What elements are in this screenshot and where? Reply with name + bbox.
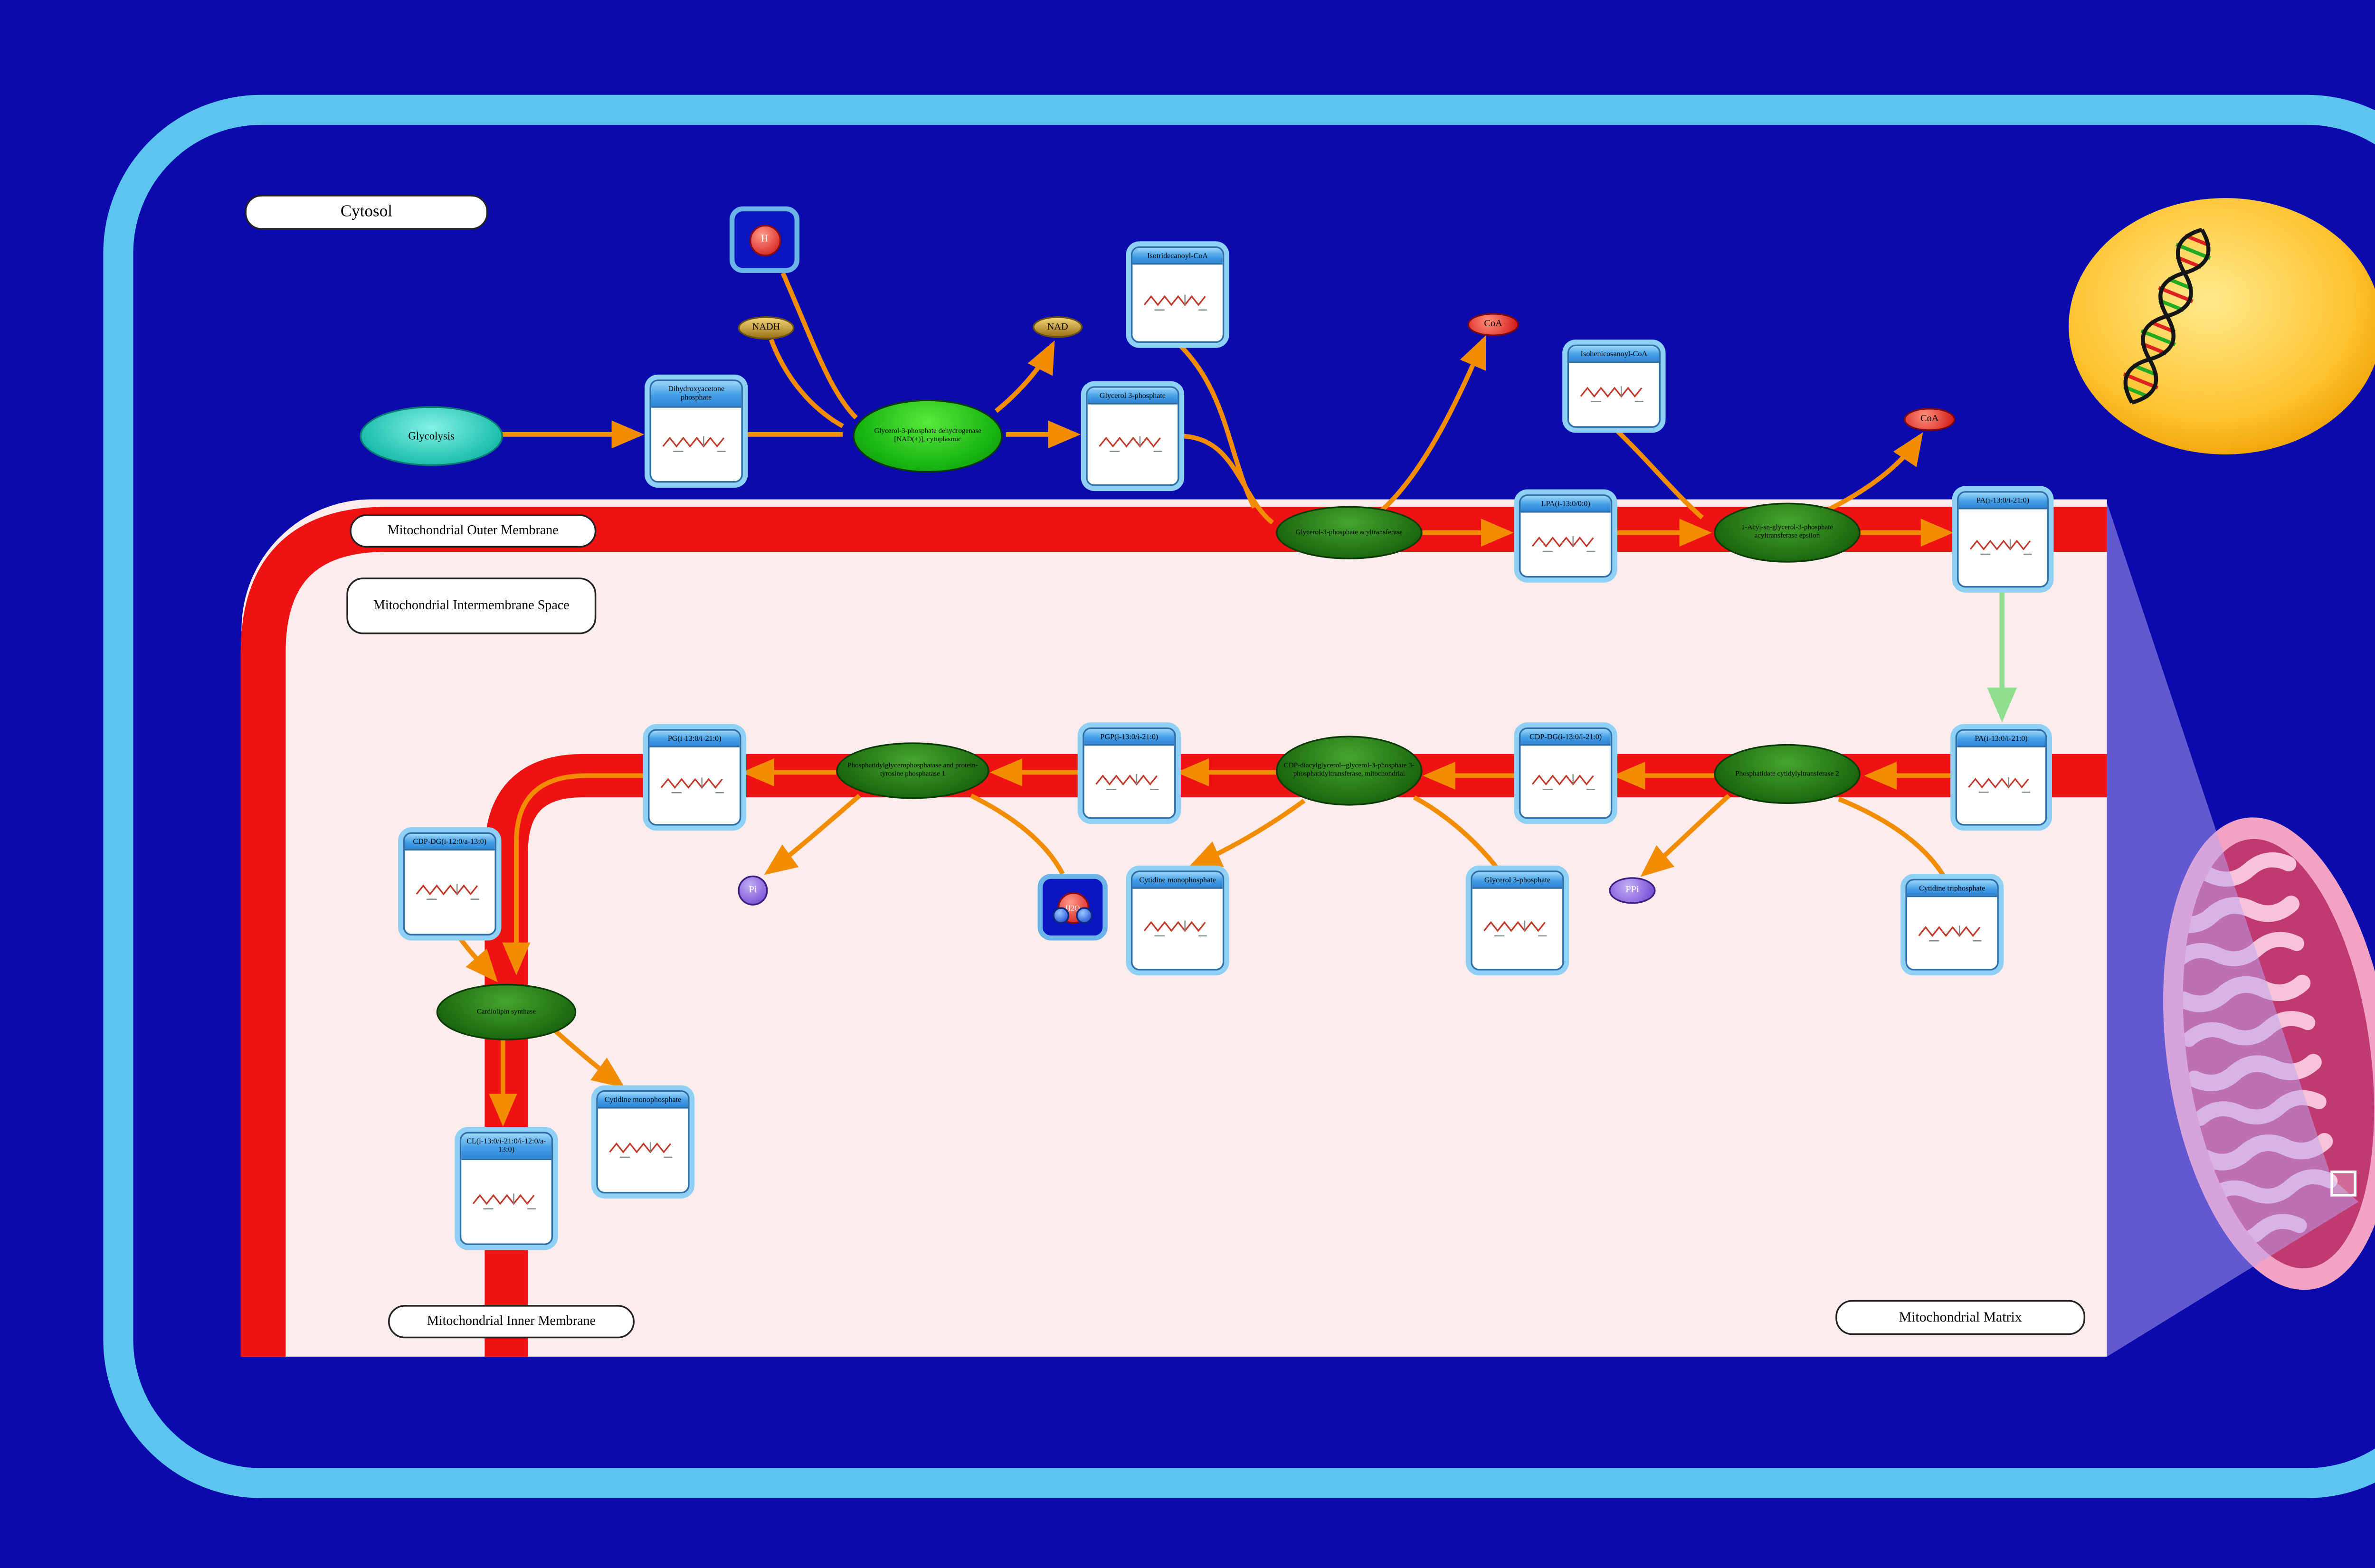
token-h-plus[interactable]: H [729,206,800,273]
structure-drawing [1958,510,2047,586]
label-outer-membrane: Mitochondrial Outer Membrane [350,514,597,548]
metabolite-name: PA(i-13:0/i-21:0) [1957,730,2045,748]
metabolite-name: Dihydroxyacetone phosphate [651,381,741,407]
metabolite-name: Cytidine monophosphate [598,1092,688,1109]
metabolite-name: LPA(i-13:0/0:0) [1520,496,1611,513]
metabolite-name: CDP-DG(i-12:0/a-13:0) [405,834,495,851]
enzyme-cds2[interactable]: Phosphatidate cytidylyltransferase 2 [1714,744,1861,804]
structure-drawing [1132,265,1223,341]
metabolite-lpa[interactable]: LPA(i-13:0/0:0) [1519,494,1613,578]
metabolite-name: Glycerol 3-phosphate [1087,387,1178,405]
structure-drawing [1957,747,2045,824]
token-ppi[interactable]: PPi [1609,877,1656,904]
structure-drawing [1472,889,1563,969]
structure-drawing [598,1109,688,1192]
structure-drawing [649,747,740,824]
metabolite-isotridecanoyl-coa[interactable]: Isotridecanoyl-CoA [1130,246,1225,343]
metabolite-pg[interactable]: PG(i-13:0/i-21:0) [648,729,741,826]
token-pi[interactable]: Pi [738,875,768,906]
metabolite-glycerol-3-phosphate-cytosol[interactable]: Glycerol 3-phosphate [1086,386,1179,486]
label-intermembrane-space: Mitochondrial Intermembrane Space [346,577,597,634]
enzyme-ptpmt1[interactable]: Phosphatidylglycerophosphatase and prote… [836,742,989,799]
cell-outline [103,94,2375,1498]
structure-drawing [1520,513,1611,576]
metabolite-cardiolipin[interactable]: CL(i-13:0/i-21:0/i-12:0/a-13:0) [459,1132,553,1245]
structure-drawing [1907,897,1997,969]
enzyme-g3p-acyltransferase[interactable]: Glycerol-3-phosphate acyltransferase [1275,506,1423,559]
enzyme-agpat-epsilon[interactable]: 1-Acyl-sn-glycerol-3-phosphate acyltrans… [1714,502,1861,563]
label-inner-membrane: Mitochondrial Inner Membrane [388,1305,635,1339]
metabolite-pgp[interactable]: PGP(i-13:0/i-21:0) [1083,727,1176,819]
metabolite-pa-inner[interactable]: PA(i-13:0/i-21:0) [1955,729,2047,826]
hydrogen-atom-icon [1053,907,1070,924]
h-plus-icon: H [749,224,780,256]
metabolite-name: PG(i-13:0/i-21:0) [649,730,740,748]
metabolite-ctp[interactable]: Cytidine triphosphate [1905,878,1999,971]
structure-drawing [651,407,741,482]
structure-drawing [1520,746,1611,818]
token-coa-2[interactable]: CoA [1903,407,1956,431]
enzyme-cardiolipin-synthase[interactable]: Cardiolipin synthase [436,983,577,1040]
token-nadh[interactable]: NADH [738,316,795,340]
metabolite-cmp-inner[interactable]: Cytidine monophosphate [596,1090,690,1194]
metabolite-dihydroxyacetone-phosphate[interactable]: Dihydroxyacetone phosphate [649,379,743,483]
metabolite-name: Isotridecanoyl-CoA [1132,248,1223,265]
enzyme-g3p-dehydrogenase[interactable]: Glycerol-3-phosphate dehydrogenase [NAD(… [853,399,1003,473]
metabolite-cdp-dg-2[interactable]: CDP-DG(i-12:0/a-13:0) [403,832,496,935]
token-coa-1[interactable]: CoA [1467,312,1519,337]
metabolite-cmp-matrix[interactable]: Cytidine monophosphate [1130,870,1225,971]
structure-drawing [405,851,495,934]
structure-drawing [1569,363,1659,426]
token-h2o[interactable]: H2O [1037,874,1108,941]
metabolite-name: Cytidine triphosphate [1907,880,1997,898]
metabolite-cdp-dg-1[interactable]: CDP-DG(i-13:0/i-21:0) [1519,727,1613,819]
metabolite-glycerol-3-phosphate-matrix[interactable]: Glycerol 3-phosphate [1471,870,1564,971]
metabolite-name: Cytidine monophosphate [1132,872,1223,889]
metabolite-name: PGP(i-13:0/i-21:0) [1084,729,1175,746]
structure-drawing [461,1159,551,1244]
metabolite-pa-outer[interactable]: PA(i-13:0/i-21:0) [1957,491,2049,588]
structure-drawing [1087,405,1178,485]
token-nad[interactable]: NAD [1033,316,1083,338]
metabolite-name: Glycerol 3-phosphate [1472,872,1563,889]
label-matrix: Mitochondrial Matrix [1835,1300,2086,1335]
enzyme-pgp-synthase[interactable]: CDP-diacylglycerol--glycerol-3-phosphate… [1275,736,1423,806]
structure-drawing [1084,746,1175,818]
metabolite-name: PA(i-13:0/i-21:0) [1958,492,2047,510]
process-glycolysis[interactable]: Glycolysis [360,406,503,466]
metabolite-name: CL(i-13:0/i-21:0/i-12:0/a-13:0) [461,1133,551,1160]
metabolite-isohenicosanoyl-coa[interactable]: Isohenicosanoyl-CoA [1567,344,1661,428]
hydrogen-atom-icon [1076,907,1093,924]
metabolite-name: Isohenicosanoyl-CoA [1569,346,1659,364]
structure-drawing [1132,889,1223,969]
label-cytosol: Cytosol [245,195,488,230]
metabolite-name: CDP-DG(i-13:0/i-21:0) [1520,729,1611,746]
